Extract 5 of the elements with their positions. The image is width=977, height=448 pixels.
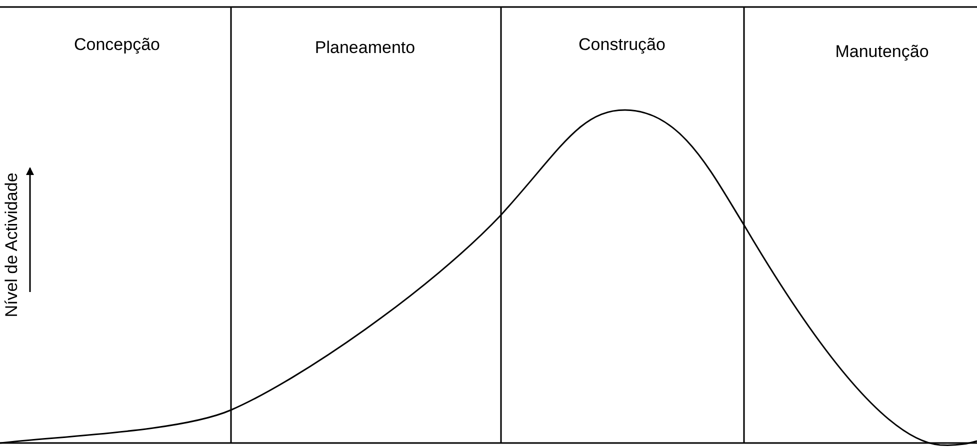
axis-label: Nível de Actividade (2, 172, 22, 318)
phase-label: Concepção (74, 35, 160, 55)
phase-label: Construção (578, 35, 666, 55)
phase-label: Planeamento (314, 38, 416, 58)
phase-label: Manutenção (835, 42, 929, 62)
